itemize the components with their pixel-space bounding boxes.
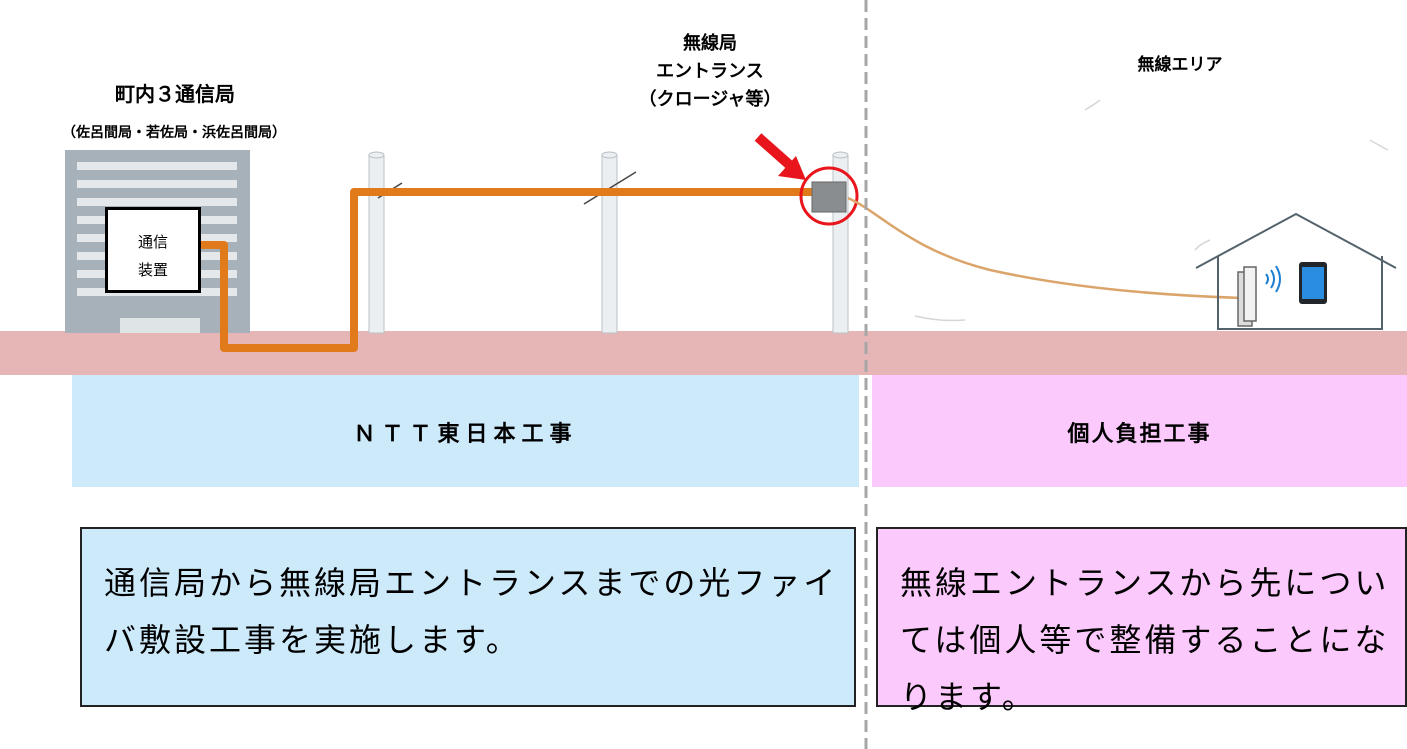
wireless-router-icon: [1237, 266, 1257, 327]
utility-pole: [368, 151, 385, 334]
red-arrow-icon: [754, 133, 806, 180]
house-icon: [1195, 212, 1397, 330]
office-title: 町内３通信局: [115, 82, 235, 106]
ntt-work-band: ＮＴＴ東日本工事: [72, 375, 859, 487]
private-description-box: 無線エントランスから先については個人等で整備することになります。: [876, 527, 1407, 716]
private-description-text: 無線エントランスから先については個人等で整備することになります。: [900, 564, 1390, 716]
wifi-signal-icon: [1265, 265, 1281, 293]
fiber-optic-cable: [201, 188, 812, 352]
communication-equipment-box: 通信 装置: [105, 207, 201, 293]
utility-pole: [832, 151, 849, 334]
ntt-description-text: 通信局から無線局エントランスまでの光ファイバ敷設工事を実施します。: [104, 564, 839, 659]
entrance-title: 無線局 エントランス （クロージャ等）: [638, 33, 782, 110]
private-work-label: 個人負担工事: [1067, 422, 1212, 447]
wireless-area-title: 無線エリア: [1137, 55, 1223, 75]
closure-highlight-circle: [799, 166, 859, 226]
ntt-description-box: 通信局から無線局エントランスまでの光ファイバ敷設工事を実施します。: [80, 527, 856, 707]
ground-strip: [0, 331, 1407, 375]
utility-pole: [601, 151, 618, 334]
private-work-band: 個人負担工事: [872, 375, 1407, 487]
ntt-work-label: ＮＴＴ東日本工事: [353, 422, 578, 447]
closure-device: [811, 181, 847, 213]
office-subtitle: （佐呂間局・若佐局・浜佐呂間局）: [62, 125, 286, 141]
communication-equipment-label: 通信 装置: [137, 233, 168, 279]
tablet-icon: [1299, 262, 1327, 304]
drop-cable: [847, 196, 1243, 300]
